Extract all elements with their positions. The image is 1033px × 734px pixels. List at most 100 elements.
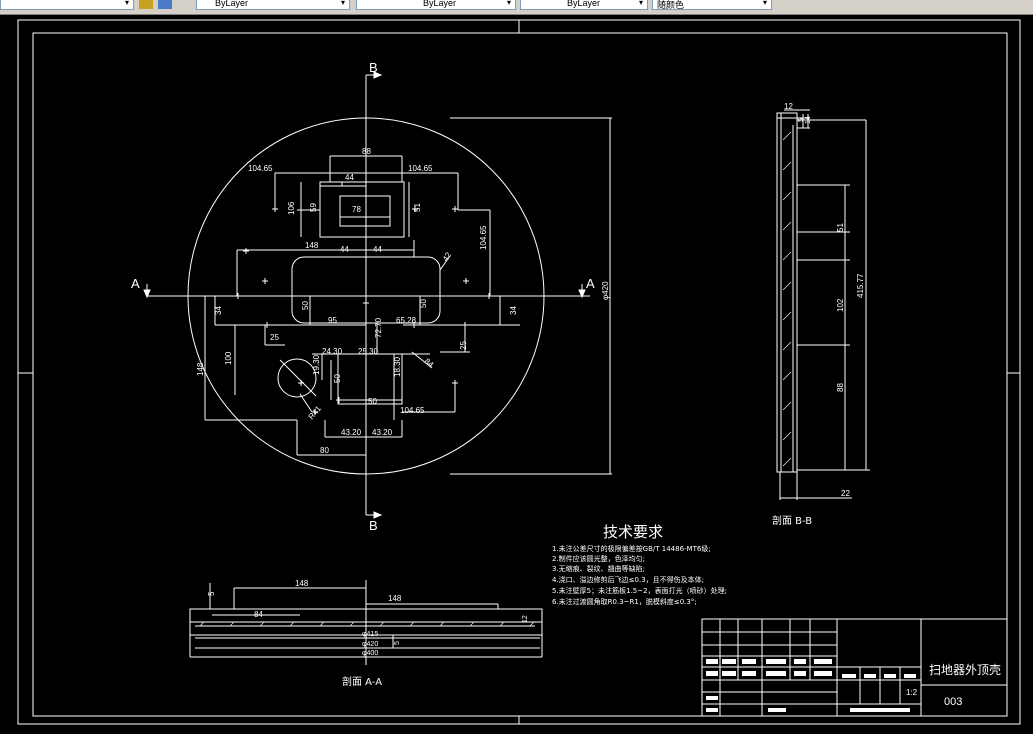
plan-view [147,75,612,515]
color-combo[interactable]: 随颜色 ▾ [652,0,772,10]
dim-95: 95 [328,316,337,325]
dim-phi-420: φ420 [362,641,378,648]
dim-415-77: 415.77 [856,273,865,298]
section-mark-b-bottom: B [369,518,378,533]
dim-51: 51 [836,223,845,232]
section-mark-a-right: A [586,276,595,291]
dim-phi-415: φ415 [362,631,378,638]
section-aa-labels: 148 148 5 84 φ415 φ420 φ400 12 5 剖面 A-A [207,579,529,688]
dim-25: 25 [459,341,468,350]
dim-25-30: 25.30 [358,347,379,356]
dim-100: 100 [224,351,233,365]
dim-50: 50 [419,299,428,308]
dim-102: 102 [836,298,845,312]
dim-25: 25 [270,333,279,342]
tech-note-2: 2.制件应该圆光整，色泽均匀; [552,554,645,563]
section-bb-hatch [782,131,792,467]
dim-148: 148 [388,594,402,603]
section-aa-title: 剖面 A-A [342,675,382,688]
dim-5: 5 [394,641,401,645]
dim-50: 50 [368,397,377,406]
scale-value: 1:2 [906,688,918,697]
cad-drawing-canvas[interactable]: A A B B 88 104.65 104.65 44 78 59 51 106… [0,14,1033,734]
dim-r41: R41 [307,404,324,421]
chevron-down-icon[interactable]: ▾ [638,0,643,7]
tech-note-1: 1.未注公差尺寸的极限偏差按GB/T 14486-MT6级; [552,544,711,553]
dim-104-65-vertical: 104.65 [479,225,488,250]
dim-50: 50 [333,374,342,383]
dim-65-28: 65.28 [396,316,417,325]
dim-34: 34 [214,306,223,315]
dim-104-65: 104.65 [408,164,433,173]
tech-note-6: 6.未注过渡圆角取R0.3~R1，脱模斜度≤0.3°; [552,597,697,606]
section-mark-b-top: B [369,60,378,75]
outer-border [17,19,1021,725]
chevron-down-icon[interactable]: ▾ [762,0,767,7]
dim-phi-420: φ420 [601,281,610,300]
property-toolbar: ▾ ByLayer ▾ ByLayer ▾ ByLayer ▾ 随颜色 ▾ [0,0,1033,15]
section-bb-title: 剖面 B-B [772,514,812,527]
dim-84: 84 [423,357,436,370]
chevron-down-icon[interactable]: ▾ [340,0,345,7]
lineweight-value: ByLayer [423,0,457,8]
dim-88: 88 [362,147,371,156]
plotstyle-value: ByLayer [567,0,601,8]
linetype-value: ByLayer [215,0,249,8]
dim-104-65: 104.65 [400,406,425,415]
dim-84: 84 [254,610,263,619]
plotstyle-combo[interactable]: ByLayer ▾ [520,0,648,10]
dim-19-30: 19.30 [312,354,321,375]
dim-34: 34 [509,306,518,315]
chevron-down-icon[interactable]: ▾ [506,0,511,7]
dim-14: 14 [805,116,812,124]
dim-104-65: 104.65 [248,164,273,173]
layer-icon[interactable] [139,0,153,9]
bottom-rect [337,353,403,405]
top-rect-inner [339,195,391,227]
center-recess [291,256,441,324]
dim-44: 44 [373,245,382,254]
top-rect-outer [319,181,405,238]
dim-72-70: 72.70 [374,317,383,338]
dim-phi-400: φ400 [362,650,378,657]
section-aa-view [189,580,543,665]
chevron-down-icon[interactable]: ▾ [124,0,129,7]
dim-106: 106 [287,201,296,215]
dim-148: 148 [295,579,309,588]
dim-24-30: 24.30 [322,347,343,356]
tech-note-4: 4.浇口、溢边修剪后飞边≤0.3，且不得伤及本体; [552,575,704,584]
dim-78: 78 [352,205,361,214]
layer-stack-icon[interactable] [158,0,172,9]
dim-12: 12 [522,615,529,623]
section-bb-labels: 12 5 14 51 102 88 415.77 22 剖面 B-B [772,102,865,527]
dim-5: 5 [798,118,805,122]
layer-combo-tail[interactable]: ▾ [0,0,134,10]
dim-88: 88 [836,383,845,392]
dim-18-30: 18.30 [393,356,402,377]
tech-heading: 技术要求 [603,523,663,541]
dim-51: 51 [413,203,422,212]
title-block [701,618,1008,717]
dim-44: 44 [340,245,349,254]
circle-hole [277,358,317,398]
color-value: 随颜色 [657,0,685,10]
section-mark-a-left: A [131,276,140,291]
dim-50: 50 [301,301,310,310]
linetype-combo[interactable]: ByLayer ▾ [196,0,350,10]
dim-12: 12 [784,102,793,111]
inner-border [32,32,1008,717]
dim-148-vertical: 148 [196,362,205,376]
title-block-cells [706,659,916,712]
dim-44: 44 [345,173,354,182]
dim-59: 59 [309,203,318,212]
technical-requirements: 技术要求 1.未注公差尺寸的极限偏差按GB/T 14486-MT6级; 2.制件… [552,523,727,606]
dim-22: 22 [841,489,850,498]
lineweight-combo[interactable]: ByLayer ▾ [356,0,516,10]
dim-r42: 42 [441,250,454,263]
dim-148: 148 [305,241,319,250]
drawing-number: 003 [944,696,962,708]
dim-80: 80 [320,446,329,455]
section-aa-hatch [199,621,535,627]
dim-43-20: 43.20 [372,428,393,437]
tech-note-3: 3.无缩痕、裂纹、翘曲等缺陷; [552,564,645,573]
